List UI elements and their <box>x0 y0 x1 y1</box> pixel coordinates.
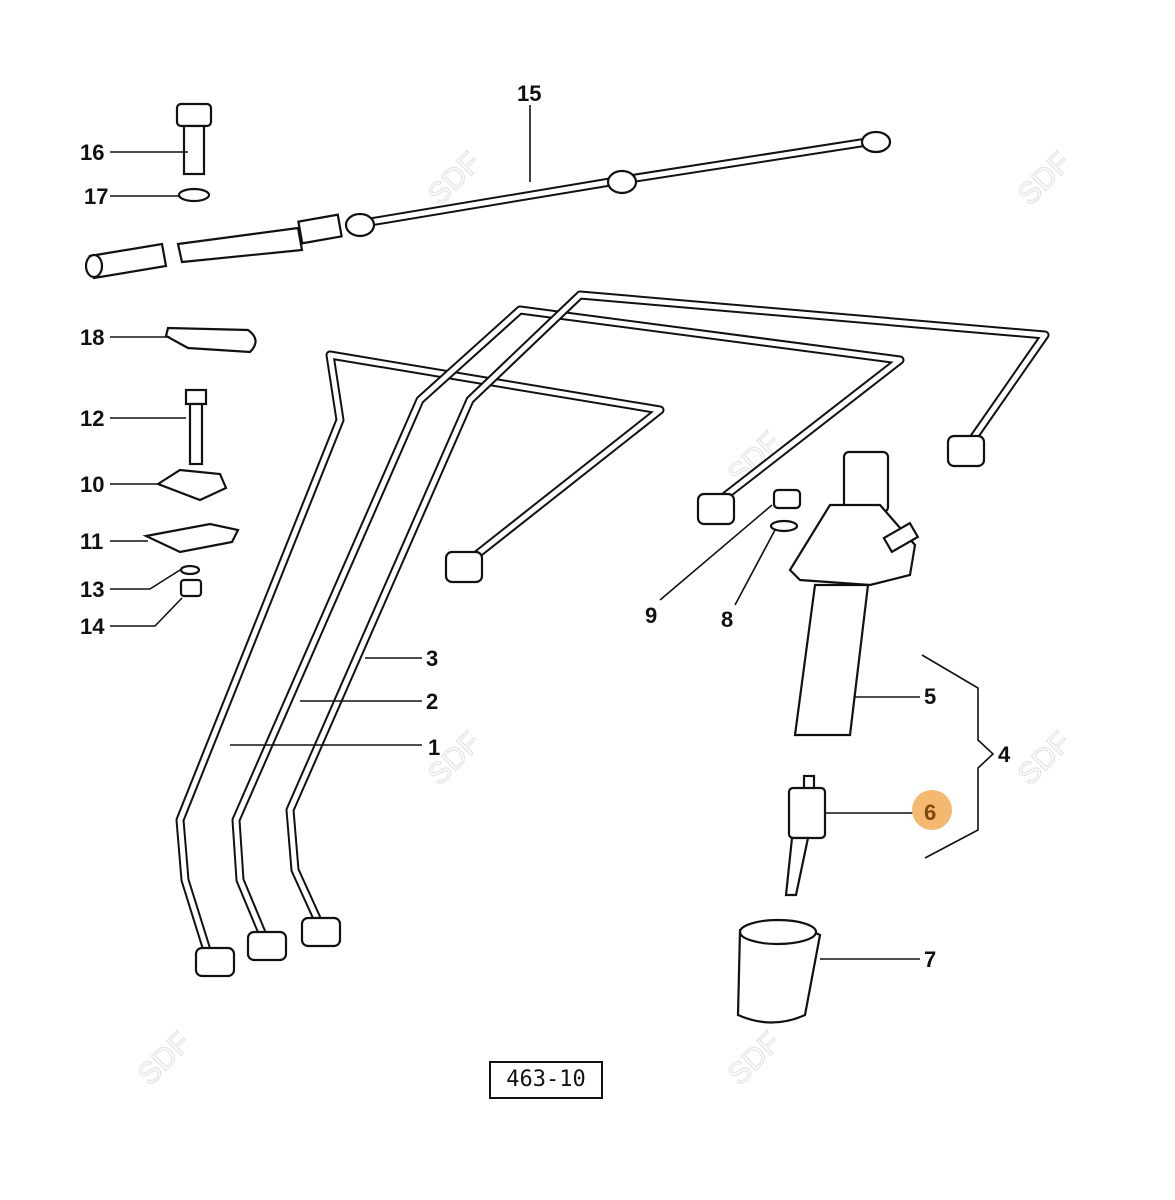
callout-13[interactable]: 13 <box>80 577 104 602</box>
bracket-plate <box>164 326 257 354</box>
injector-body <box>788 450 920 737</box>
washer <box>769 519 799 533</box>
callout-18[interactable]: 18 <box>80 325 104 350</box>
nozzle-sleeve <box>736 918 822 1024</box>
highlight-marker[interactable] <box>912 790 952 830</box>
bolt <box>175 102 213 176</box>
watermark: SDF <box>1012 146 1078 212</box>
callout-1[interactable]: 1 <box>428 735 440 760</box>
callout-12[interactable]: 12 <box>80 406 104 431</box>
diagram-reference-code: 463-10 <box>489 1061 603 1099</box>
callout-6[interactable]: 6 <box>924 800 936 825</box>
callout-11[interactable]: 11 <box>80 529 103 554</box>
callout-5[interactable]: 5 <box>924 684 936 709</box>
nut <box>179 578 203 598</box>
watermark: SDF <box>1012 726 1078 792</box>
washer <box>177 187 211 203</box>
callout-17[interactable]: 17 <box>84 184 108 209</box>
callout-4[interactable]: 4 <box>998 742 1011 767</box>
watermark: SDF <box>132 1026 198 1092</box>
clamp-plate <box>142 522 240 554</box>
clamp-block <box>155 468 228 502</box>
callout-14[interactable]: 14 <box>80 614 105 639</box>
callout-9[interactable]: 9 <box>645 603 657 628</box>
callout-3[interactable]: 3 <box>426 646 438 671</box>
callout-16[interactable]: 16 <box>80 140 104 165</box>
leak-off-pipe <box>84 130 892 280</box>
callout-8[interactable]: 8 <box>721 607 733 632</box>
callout-labels: 15 16 17 18 12 10 11 13 14 3 2 1 9 8 5 4… <box>80 81 1011 972</box>
injector-nozzle <box>784 774 827 897</box>
clamp-bolt <box>184 388 208 466</box>
nut <box>772 488 802 510</box>
injection-pipes <box>175 290 1050 978</box>
callout-2[interactable]: 2 <box>426 689 438 714</box>
callout-10[interactable]: 10 <box>80 472 104 497</box>
washer <box>179 564 201 576</box>
leader-lines <box>110 105 995 960</box>
watermark: SDF <box>722 1026 788 1092</box>
callout-15[interactable]: 15 <box>517 81 541 106</box>
callout-7[interactable]: 7 <box>924 947 936 972</box>
